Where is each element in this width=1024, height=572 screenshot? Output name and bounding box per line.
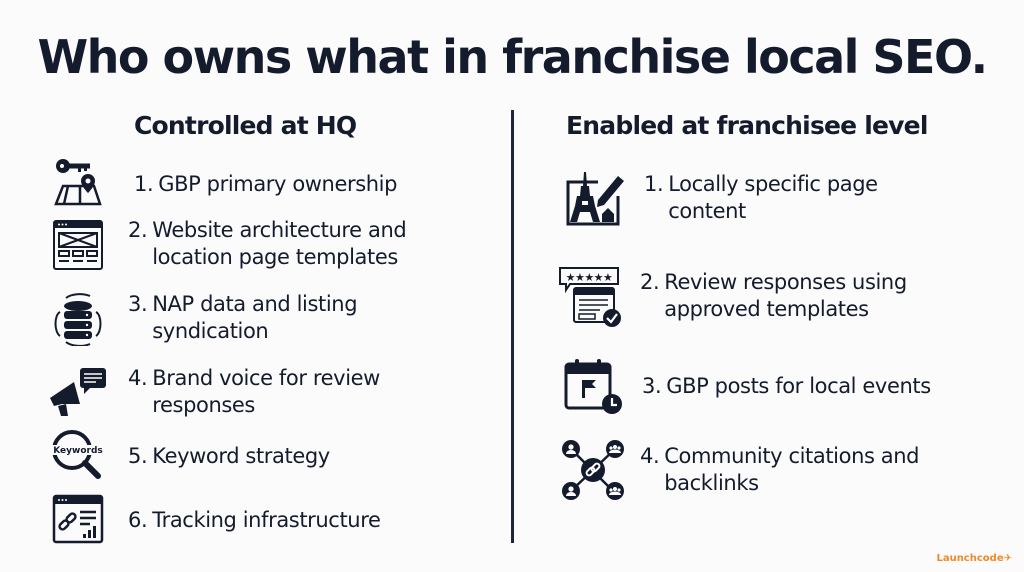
franchisee-item-2: ★★★★★ 2. Review responses using approved… — [556, 264, 907, 328]
brand-name: Launchcode — [936, 553, 1004, 564]
hq-item-2: 2. Website architecture and location pag… — [50, 216, 407, 272]
heading-controlled-at-hq: Controlled at HQ — [134, 111, 357, 140]
item-text: Review responses using approved template… — [664, 270, 907, 321]
item-text: NAP data and listing syndication — [152, 292, 358, 343]
item-text: Tracking infrastructure — [152, 507, 381, 532]
megaphone-chat-icon — [46, 364, 110, 420]
community-link-network-icon — [560, 438, 626, 502]
browser-link-chart-icon — [50, 492, 106, 548]
item-number: 2. — [640, 270, 660, 294]
item-text: Keyword strategy — [152, 443, 330, 468]
calendar-flag-clock-icon — [562, 356, 626, 416]
svg-text:★★★★★: ★★★★★ — [566, 271, 613, 284]
eiffel-tower-edit-icon — [562, 170, 626, 226]
column-divider — [511, 110, 514, 543]
review-stars-check-icon: ★★★★★ — [556, 264, 624, 328]
brand-logo: Launchcode✈ — [936, 553, 1012, 564]
database-sync-icon — [50, 290, 106, 346]
item-number: 3. — [128, 292, 148, 316]
hq-item-6: 6. Tracking infrastructure — [50, 492, 381, 548]
website-wireframe-icon — [50, 216, 106, 272]
item-text: Website architecture and location page t… — [152, 218, 407, 269]
item-text: Community citations and backlinks — [664, 444, 920, 495]
item-text: GBP posts for local events — [666, 373, 931, 398]
heading-enabled-at-franchisee: Enabled at franchisee level — [566, 111, 928, 140]
franchisee-item-4: 4. Community citations and backlinks — [560, 438, 920, 502]
franchisee-item-3: 3. GBP posts for local events — [562, 356, 931, 416]
keywords-magnifier-icon: Keywords — [50, 428, 106, 484]
item-number: 1. — [134, 171, 154, 196]
item-number: 1. — [644, 172, 664, 196]
plane-icon: ✈ — [1003, 553, 1012, 564]
svg-text:Keywords: Keywords — [53, 446, 103, 456]
key-map-pin-icon — [50, 156, 106, 212]
franchisee-item-1: 1. Locally specific page content — [562, 170, 878, 226]
item-number: 5. — [128, 443, 148, 468]
item-number: 4. — [128, 366, 148, 390]
item-text: Brand voice for review responses — [152, 366, 380, 417]
item-number: 6. — [128, 507, 148, 532]
hq-item-4: 4. Brand voice for review responses — [46, 364, 380, 420]
item-number: 2. — [128, 218, 148, 242]
hq-item-1: 1. GBP primary ownership — [50, 156, 397, 212]
hq-item-5: Keywords 5. Keyword strategy — [50, 428, 330, 484]
page-title: Who owns what in franchise local SEO. — [37, 30, 988, 84]
item-number: 3. — [642, 373, 662, 398]
item-number: 4. — [640, 444, 660, 468]
item-text: Locally specific page content — [668, 172, 878, 223]
item-text: GBP primary ownership — [158, 171, 398, 196]
hq-item-3: 3. NAP data and listing syndication — [50, 290, 358, 346]
